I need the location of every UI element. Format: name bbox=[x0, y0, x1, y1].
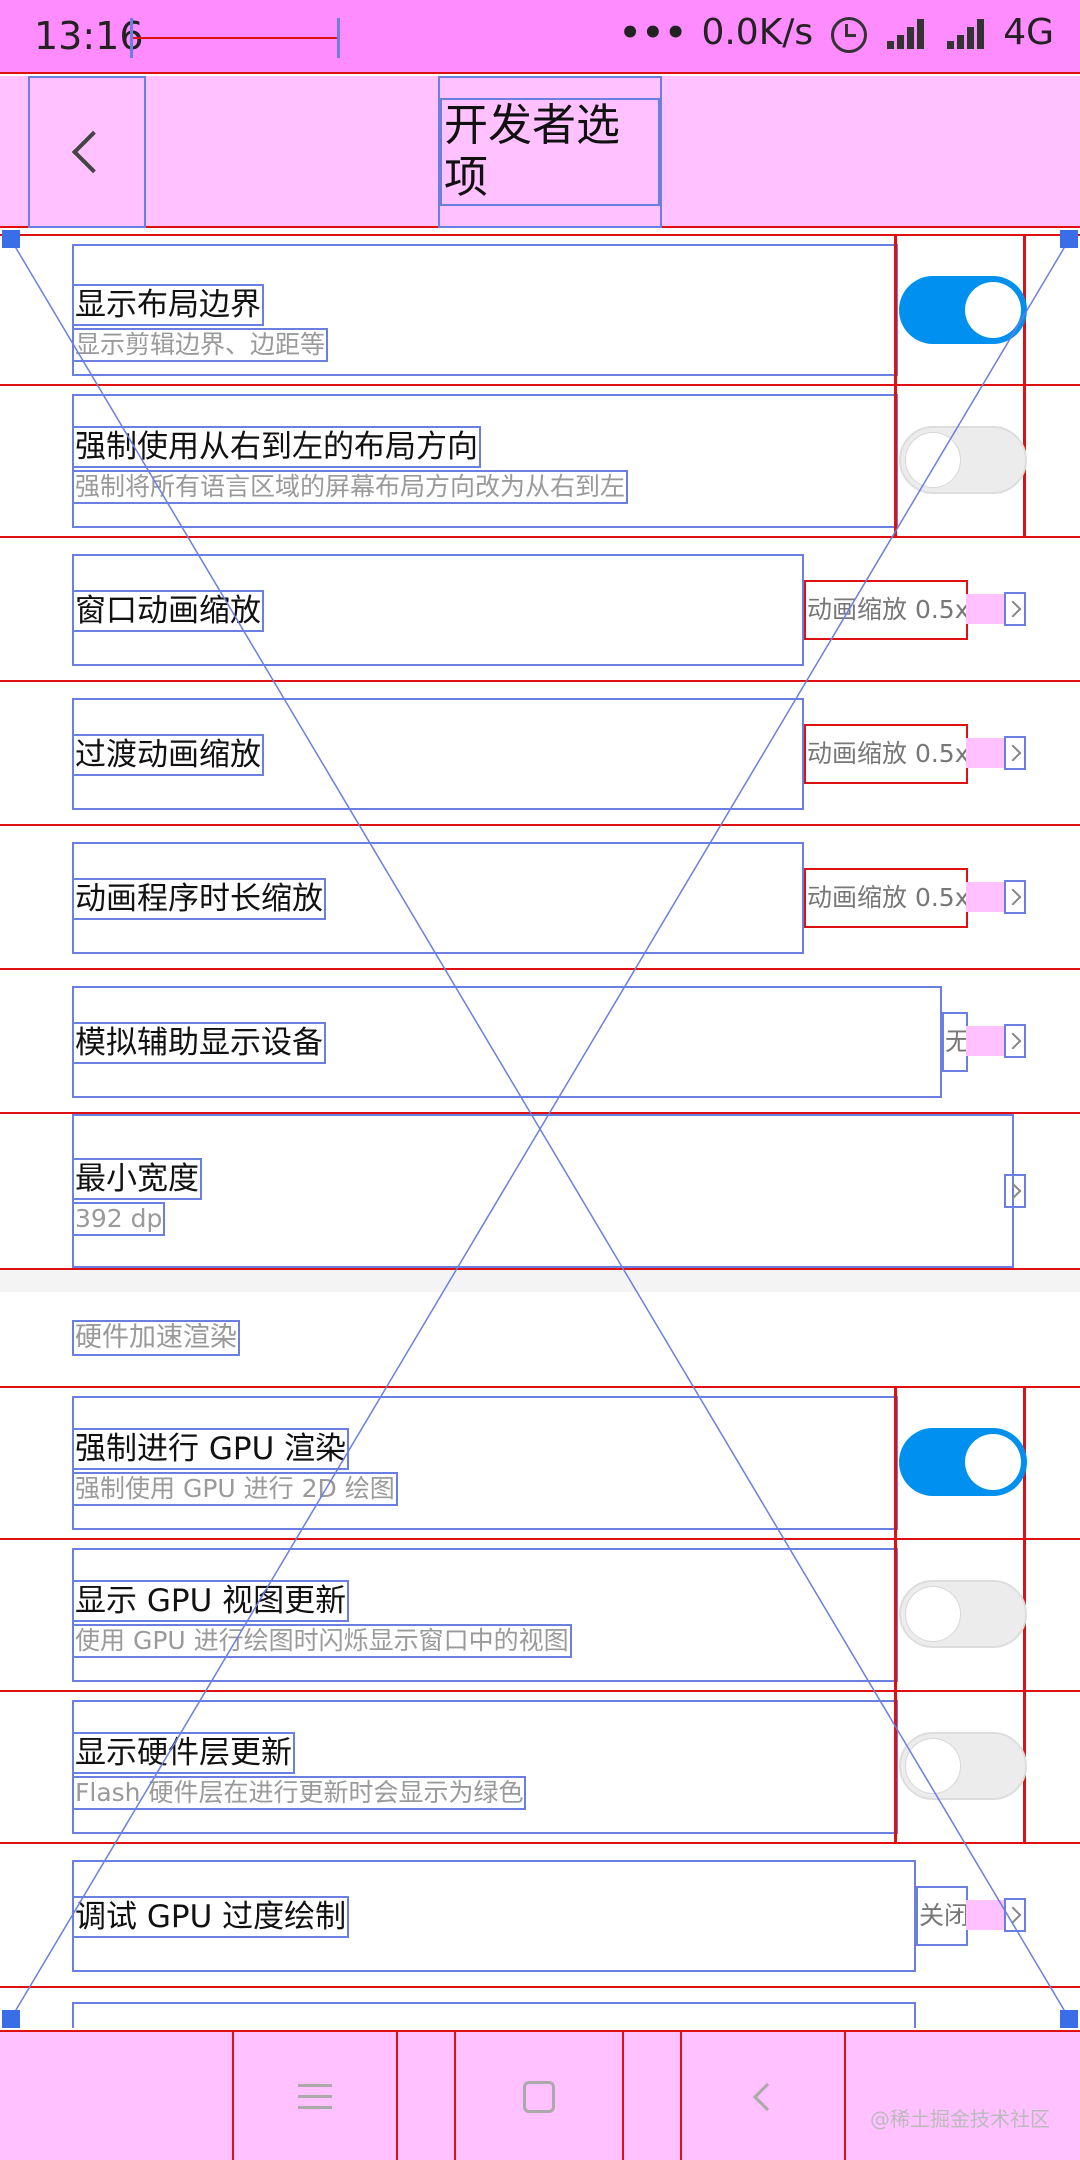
setting-transition-animation-scale[interactable]: 过渡动画缩放 动画缩放 0.5x bbox=[0, 682, 1080, 826]
section-divider bbox=[0, 1270, 1080, 1292]
setting-subtitle: 使用 GPU 进行绘图时闪烁显示窗口中的视图 bbox=[72, 1624, 572, 1658]
setting-simulate-secondary-displays[interactable]: 模拟辅助显示设备 无 bbox=[0, 970, 1080, 1114]
chevron-right-icon bbox=[1004, 880, 1026, 914]
toggle-switch-on[interactable] bbox=[899, 276, 1027, 344]
toggle-switch-off[interactable] bbox=[899, 1580, 1027, 1648]
menu-button[interactable] bbox=[232, 2032, 398, 2160]
setting-title: 模拟辅助显示设备 bbox=[72, 1022, 326, 1064]
setting-value: 关闭 bbox=[916, 1886, 969, 1946]
back-chevron-icon bbox=[71, 130, 115, 174]
setting-subtitle: 显示剪辑边界、边距等 bbox=[72, 328, 329, 362]
setting-title: 最小宽度 bbox=[72, 1158, 202, 1200]
setting-force-gpu-rendering[interactable]: 强制进行 GPU 渲染 强制使用 GPU 进行 2D 绘图 bbox=[0, 1388, 1080, 1540]
network-type: 4G bbox=[1003, 12, 1054, 53]
value-bounds bbox=[966, 1026, 1006, 1056]
value-bounds bbox=[966, 738, 1006, 768]
chevron-right-icon bbox=[1004, 1898, 1026, 1932]
section-title: 硬件加速渲染 bbox=[72, 1320, 240, 1356]
setting-next-partial[interactable] bbox=[0, 1988, 1080, 2028]
value-bounds bbox=[966, 882, 1006, 912]
setting-value: 动画缩放 0.5x bbox=[804, 868, 970, 928]
chevron-right-icon bbox=[1004, 736, 1026, 770]
setting-subtitle: Flash 硬件层在进行更新时会显示为绿色 bbox=[72, 1776, 527, 1810]
setting-subtitle: 强制将所有语言区域的屏幕布局方向改为从右到左 bbox=[72, 470, 629, 504]
menu-icon bbox=[298, 2084, 332, 2110]
setting-title: 显示 GPU 视图更新 bbox=[72, 1580, 350, 1622]
toggle-knob bbox=[905, 1586, 961, 1642]
more-notifications-icon: ••• bbox=[619, 12, 688, 53]
toggle-container bbox=[894, 386, 1027, 536]
setting-title: 显示硬件层更新 bbox=[72, 1732, 295, 1774]
setting-animator-duration-scale[interactable]: 动画程序时长缩放 动画缩放 0.5x bbox=[0, 826, 1080, 970]
setting-debug-gpu-overdraw[interactable]: 调试 GPU 过度绘制 关闭 bbox=[0, 1844, 1080, 1988]
toggle-knob bbox=[905, 432, 961, 488]
setting-title: 强制进行 GPU 渲染 bbox=[72, 1428, 350, 1470]
title-bar: 开发者选项 bbox=[0, 76, 1080, 228]
back-icon bbox=[752, 2082, 782, 2112]
signal-icon-2 bbox=[943, 13, 989, 53]
value-bounds bbox=[966, 594, 1006, 624]
chevron-right-icon bbox=[1004, 1024, 1026, 1058]
setting-title: 调试 GPU 过度绘制 bbox=[72, 1896, 350, 1938]
home-icon bbox=[523, 2081, 555, 2113]
toggle-container bbox=[894, 1388, 1027, 1538]
setting-value: 动画缩放 0.5x bbox=[804, 724, 970, 784]
toggle-container bbox=[894, 236, 1027, 386]
home-button[interactable] bbox=[454, 2032, 624, 2160]
row-text-area bbox=[72, 2002, 916, 2028]
toggle-knob bbox=[965, 282, 1021, 338]
toggle-container bbox=[894, 1692, 1027, 1842]
setting-window-animation-scale[interactable]: 窗口动画缩放 动画缩放 0.5x bbox=[0, 538, 1080, 682]
back-nav-button[interactable] bbox=[680, 2032, 846, 2160]
toggle-container bbox=[894, 1540, 1027, 1690]
setting-value: 无 bbox=[942, 1012, 970, 1072]
toggle-switch-off[interactable] bbox=[899, 426, 1027, 494]
toggle-knob bbox=[965, 1434, 1021, 1490]
row-text-area bbox=[72, 1114, 1014, 1268]
title-container: 开发者选项 bbox=[438, 76, 662, 228]
chevron-right-icon bbox=[1004, 592, 1026, 626]
section-header-hardware: 硬件加速渲染 bbox=[0, 1292, 1080, 1388]
toggle-switch-on[interactable] bbox=[899, 1428, 1027, 1496]
setting-title: 显示布局边界 bbox=[72, 284, 264, 326]
setting-title: 过渡动画缩放 bbox=[72, 734, 264, 776]
setting-title: 动画程序时长缩放 bbox=[72, 878, 326, 920]
toggle-switch-off[interactable] bbox=[899, 1732, 1027, 1800]
chevron-right-icon bbox=[1004, 1174, 1026, 1208]
settings-list: 显示布局边界 显示剪辑边界、边距等 强制使用从右到左的布局方向 强制将所有语言区… bbox=[0, 228, 1080, 2028]
setting-title: 窗口动画缩放 bbox=[72, 590, 264, 632]
setting-subtitle: 强制使用 GPU 进行 2D 绘图 bbox=[72, 1472, 398, 1506]
status-bounds bbox=[130, 18, 340, 58]
alarm-icon bbox=[827, 13, 869, 53]
page-title: 开发者选项 bbox=[440, 98, 660, 206]
back-button[interactable] bbox=[28, 76, 146, 228]
network-speed: 0.0K/s bbox=[701, 12, 814, 53]
navigation-bar bbox=[0, 2030, 1080, 2160]
setting-smallest-width[interactable]: 最小宽度 392 dp bbox=[0, 1114, 1080, 1270]
setting-title: 强制使用从右到左的布局方向 bbox=[72, 426, 481, 468]
status-icons: ••• 0.0K/s 4G bbox=[619, 12, 1054, 53]
status-time: 13:16 bbox=[34, 14, 144, 58]
signal-icon bbox=[883, 13, 929, 53]
setting-show-gpu-view-updates[interactable]: 显示 GPU 视图更新 使用 GPU 进行绘图时闪烁显示窗口中的视图 bbox=[0, 1540, 1080, 1692]
setting-subtitle: 392 dp bbox=[72, 1202, 166, 1236]
watermark: @稀土掘金技术社区 bbox=[870, 2107, 1050, 2131]
setting-value: 动画缩放 0.5x bbox=[804, 580, 970, 640]
value-bounds bbox=[966, 1900, 1006, 1930]
setting-force-rtl[interactable]: 强制使用从右到左的布局方向 强制将所有语言区域的屏幕布局方向改为从右到左 bbox=[0, 386, 1080, 538]
status-bar: 13:16 ••• 0.0K/s 4G bbox=[0, 0, 1080, 74]
setting-show-hardware-layer-updates[interactable]: 显示硬件层更新 Flash 硬件层在进行更新时会显示为绿色 bbox=[0, 1692, 1080, 1844]
toggle-knob bbox=[905, 1738, 961, 1794]
setting-show-layout-bounds[interactable]: 显示布局边界 显示剪辑边界、边距等 bbox=[0, 234, 1080, 386]
